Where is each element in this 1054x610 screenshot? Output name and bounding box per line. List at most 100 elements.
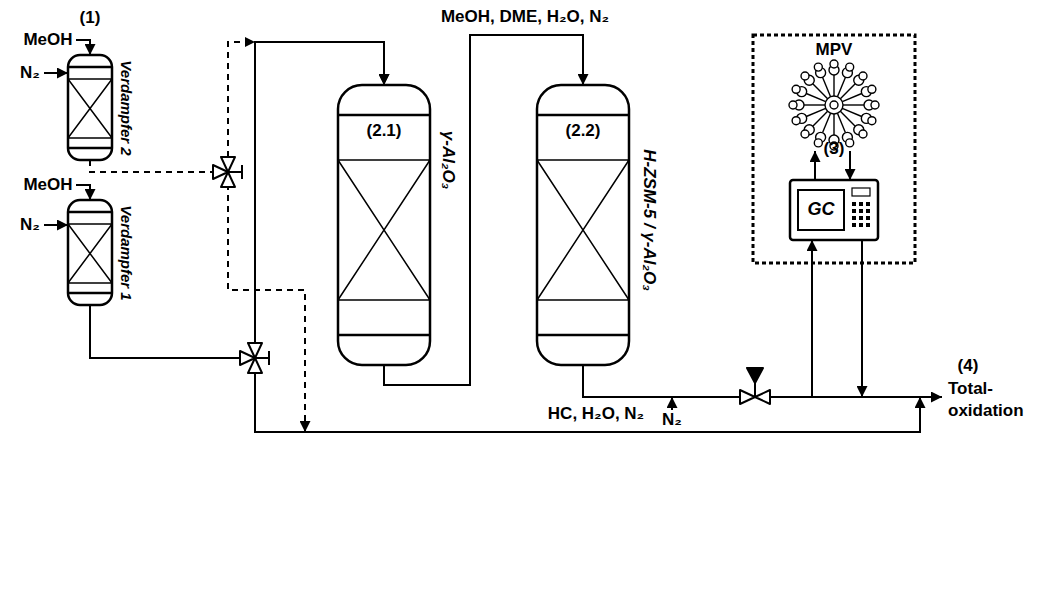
node-label: (2.1) <box>367 121 402 141</box>
drawing-part <box>68 212 112 293</box>
feed-label: N₂ <box>20 215 40 235</box>
drawing-part <box>68 200 112 305</box>
reactor-vessel: (2.2)H-ZSM-5 / γ-Al₂O₃ <box>537 85 629 365</box>
three-way-valve <box>213 157 269 373</box>
drawing-part <box>866 209 870 213</box>
drawing-part <box>830 101 838 109</box>
three-way-valve <box>213 165 228 179</box>
drawing-part <box>798 190 844 230</box>
feed-label: MeOH <box>23 30 72 50</box>
drawing-part <box>68 55 112 160</box>
control-valve <box>740 390 755 404</box>
three-way-valve <box>255 351 269 365</box>
control-valve <box>754 382 756 397</box>
multiport-valve: MPV <box>773 41 895 151</box>
feed-label: MeOH <box>23 175 72 195</box>
bypass-line <box>255 370 920 432</box>
drawing-part <box>806 108 825 116</box>
three-way-valve <box>240 351 255 365</box>
drawing-part <box>68 67 112 148</box>
drawing-part <box>859 202 863 206</box>
evaporator-vessel-outline <box>68 200 112 305</box>
outlet-label: Total- oxidation <box>948 378 1034 422</box>
control-valve <box>747 368 763 383</box>
drawing-part <box>830 60 838 68</box>
node-label: (2.2) <box>566 121 601 141</box>
process-line <box>812 396 942 398</box>
drawing-part <box>801 72 809 80</box>
drawing-part <box>801 130 809 138</box>
drawing-part <box>852 209 856 213</box>
process-line <box>671 397 673 410</box>
drawing-part <box>852 202 856 206</box>
drawing-part <box>859 72 867 80</box>
drawing-part <box>792 117 800 125</box>
stream-label: MeOH, DME, H₂O, N₂ <box>441 7 609 27</box>
drawing-part <box>338 115 430 335</box>
feed-line <box>44 72 68 74</box>
drawing-part <box>537 115 629 335</box>
drawing-part <box>852 216 856 220</box>
feed-line <box>44 224 68 226</box>
drawing-part <box>790 180 878 240</box>
process-line <box>672 240 942 410</box>
feed-line <box>76 40 90 55</box>
three-way-valve <box>228 165 242 179</box>
drawing-part <box>859 216 863 220</box>
drawing-part <box>833 75 834 96</box>
node-label: GC <box>808 199 835 221</box>
drawing-part <box>792 85 800 93</box>
feed-label: N₂ <box>20 63 40 83</box>
multiport-valve-outline <box>789 60 879 150</box>
drawing-part <box>868 85 876 93</box>
drawing-part <box>846 139 854 147</box>
reactor-vessel-outline <box>338 85 430 365</box>
feed-line <box>76 185 90 200</box>
drawing-part <box>843 104 864 105</box>
drawing-part <box>825 96 843 114</box>
node-label: Verdampfer 2 <box>117 60 135 155</box>
reactor-vessel-outline <box>537 85 629 365</box>
analysis-box-outline <box>753 35 915 263</box>
node-label: γ-Al₂O₃ <box>438 131 458 189</box>
drawing-part <box>789 101 797 109</box>
drawing-part <box>753 35 915 263</box>
analysis-box: MPV GC (3) <box>753 35 915 263</box>
drawing-part <box>842 94 861 102</box>
reactor-vessel: (2.1)γ-Al₂O₃ <box>338 85 430 365</box>
node-label: MPV <box>816 40 853 60</box>
evaporator-vessel: Verdampfer 2 <box>68 55 112 160</box>
callout-number: (1) <box>80 8 101 28</box>
drawing-part <box>68 79 112 138</box>
drawing-part <box>871 101 879 109</box>
evaporator-vessel-outline <box>68 55 112 160</box>
gas-chromatograph-outline <box>790 180 878 240</box>
gas-chromatograph: GC <box>790 180 878 240</box>
drawing-part <box>859 130 867 138</box>
bypass-line <box>228 184 305 432</box>
drawing-part <box>833 114 834 135</box>
node-label: H-ZSM-5 / γ-Al₂O₃ <box>639 149 659 291</box>
drawing-part <box>846 63 854 71</box>
control-valve <box>740 368 770 404</box>
drawing-part <box>338 85 430 365</box>
evaporator-vessel: Verdampfer 1 <box>68 200 112 305</box>
drawing-part <box>338 160 430 300</box>
node-label: Verdampfer 1 <box>117 205 135 300</box>
stream-label: HC, H₂O, N₂ <box>548 404 644 424</box>
drawing-part <box>68 224 112 283</box>
evaporator-vessel-outline <box>68 200 112 305</box>
node-label: (3) <box>824 139 845 159</box>
drawing-part <box>823 77 831 96</box>
drawing-part <box>866 202 870 206</box>
drawing-part <box>837 113 845 132</box>
drawing-part <box>537 160 629 300</box>
control-valve <box>755 390 770 404</box>
drawing-part <box>859 209 863 213</box>
callout-number: (4) <box>958 356 979 376</box>
drawing-part <box>868 117 876 125</box>
